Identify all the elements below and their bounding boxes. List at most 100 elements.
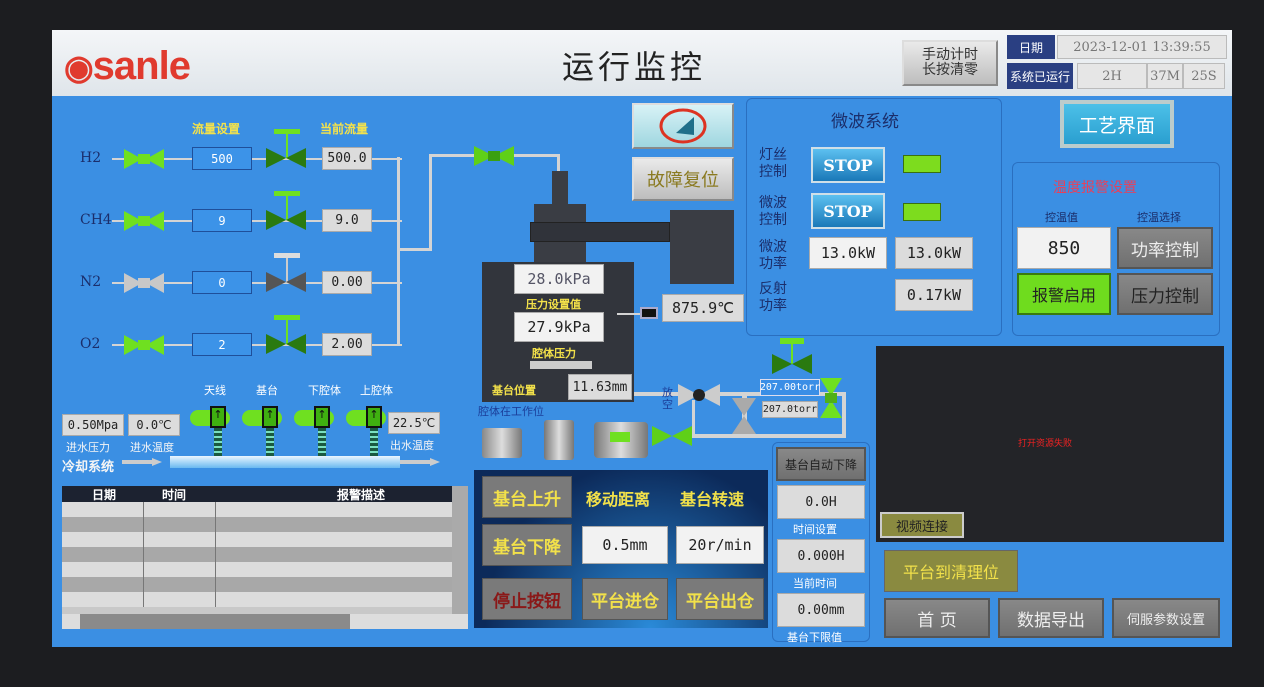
pressure-setpoint[interactable]: 28.0kPa bbox=[514, 264, 604, 294]
gray-valve-icon[interactable] bbox=[730, 396, 758, 436]
lower-limit-label: 基台下限值 bbox=[787, 631, 842, 644]
mfc-valve-icon[interactable] bbox=[264, 190, 308, 232]
filament-label: 灯丝 控制 bbox=[759, 147, 787, 180]
platform-in-button[interactable]: 平台进仓 bbox=[582, 578, 668, 620]
gas-name: N2 bbox=[80, 274, 102, 290]
pump-valve-icon[interactable] bbox=[650, 424, 694, 448]
alarm-mute-button[interactable] bbox=[632, 103, 734, 149]
vacuum-pump-icon bbox=[594, 422, 648, 458]
col-date: 日期 bbox=[92, 488, 117, 502]
datetime-display: 2023-12-01 13:39:55 bbox=[1057, 35, 1227, 59]
temp-setpoint[interactable]: 850 bbox=[1017, 227, 1111, 269]
filament-led bbox=[903, 155, 941, 173]
flow-setpoint-input[interactable]: 2 bbox=[192, 333, 252, 356]
servo-params-button[interactable]: 伺服参数设置 bbox=[1112, 598, 1220, 638]
table-row[interactable] bbox=[62, 502, 452, 517]
table-row[interactable] bbox=[62, 547, 452, 562]
microwave-power-label: 微波 功率 bbox=[759, 239, 787, 272]
temp-alarm-title: 温度报警设置 bbox=[1053, 180, 1137, 196]
stage-speed-input[interactable]: 20r/min bbox=[676, 526, 764, 564]
time-set-input[interactable]: 0.0H bbox=[777, 485, 865, 519]
flow-setpoint-input[interactable]: 0 bbox=[192, 271, 252, 294]
inlet-pressure: 0.50Mpa bbox=[62, 414, 124, 436]
flow-switch-label: 下腔体 bbox=[308, 384, 341, 397]
platform-out-button[interactable]: 平台出仓 bbox=[676, 578, 764, 620]
inlet-temp-label: 进水温度 bbox=[130, 441, 174, 454]
data-export-button[interactable]: 数据导出 bbox=[998, 598, 1104, 638]
pressure-control-button[interactable]: 压力控制 bbox=[1117, 273, 1213, 315]
flow-switch-label: 天线 bbox=[204, 384, 226, 397]
alarm-table[interactable]: 日期 时间 报警描述 bbox=[62, 486, 468, 629]
stage-control-panel: 基台上升 移动距离 基台转速 基台下降 0.5mm 20r/min 停止按钮 平… bbox=[474, 470, 768, 628]
gas-inlet-valve-icon[interactable] bbox=[122, 334, 166, 356]
stop-button[interactable]: 停止按钮 bbox=[482, 578, 572, 620]
stage-position: 11.63mm bbox=[568, 374, 632, 400]
temp-value-label: 控温值 bbox=[1045, 211, 1078, 224]
microwave-power-actual: 13.0kW bbox=[895, 237, 973, 269]
lower-limit-input[interactable]: 0.00mm bbox=[777, 593, 865, 627]
gas-inlet-valve-icon[interactable] bbox=[122, 148, 166, 170]
gas-name: CH4 bbox=[80, 212, 112, 228]
outlet-temp: 22.5℃ bbox=[388, 412, 440, 434]
gas-inlet-valve-icon[interactable] bbox=[122, 272, 166, 294]
pressure-setpoint-label: 压力设置值 bbox=[526, 298, 581, 311]
vertical-scrollbar[interactable] bbox=[452, 486, 468, 614]
horizontal-scrollbar[interactable] bbox=[62, 614, 468, 629]
flow-current: 2.00 bbox=[322, 333, 372, 356]
stage-position-label: 基台位置 bbox=[492, 384, 536, 397]
reflect-power: 0.17kW bbox=[895, 279, 973, 311]
hmi-screen: ◉sanle 运行监控 手动计时 长按清零 日期 2023-12-01 13:3… bbox=[52, 30, 1232, 647]
mfc-valve-icon[interactable] bbox=[264, 314, 308, 356]
power-control-button[interactable]: 功率控制 bbox=[1117, 227, 1213, 269]
throttle-valve-icon[interactable] bbox=[770, 336, 814, 384]
mfc-valve-icon[interactable] bbox=[264, 128, 308, 170]
stage-speed-label: 基台转速 bbox=[680, 490, 745, 509]
flow-current: 9.0 bbox=[322, 209, 372, 232]
video-panel: 打开资源失败 视频连接 bbox=[876, 346, 1224, 542]
stage-up-button[interactable]: 基台上升 bbox=[482, 476, 572, 518]
microwave-power-setpoint[interactable]: 13.0kW bbox=[809, 237, 887, 269]
manual-timer-button[interactable]: 手动计时 长按清零 bbox=[902, 40, 998, 86]
cooling-system-label: 冷却系统 bbox=[62, 460, 115, 475]
runtime-seconds: 25S bbox=[1183, 63, 1225, 89]
chamber-pressure-label: 腔体压力 bbox=[532, 347, 576, 360]
alarm-enable-button[interactable]: 报警启用 bbox=[1017, 273, 1111, 315]
reflect-power-label: 反射 功率 bbox=[759, 281, 787, 314]
auto-lower-button[interactable]: 基台自动下降 bbox=[776, 447, 866, 481]
to-clean-position-button[interactable]: 平台到清理位 bbox=[884, 550, 1018, 592]
gas-name: O2 bbox=[80, 336, 101, 352]
motor-icon bbox=[482, 428, 522, 458]
logo: ◉sanle bbox=[64, 44, 191, 88]
vent-valve-icon[interactable] bbox=[676, 382, 722, 408]
stage-down-button[interactable]: 基台下降 bbox=[482, 524, 572, 566]
microwave-source bbox=[670, 210, 734, 284]
table-row[interactable] bbox=[62, 532, 452, 547]
flow-setpoint-input[interactable]: 9 bbox=[192, 209, 252, 232]
date-label: 日期 bbox=[1007, 35, 1055, 59]
flow-current-header: 当前流量 bbox=[320, 122, 369, 136]
main-gas-valve-icon[interactable] bbox=[472, 144, 516, 168]
auto-lower-panel: 基台自动下降 0.0H 时间设置 0.000H 当前时间 0.00mm 基台下限… bbox=[772, 442, 870, 644]
filament-stop-button[interactable]: STOP bbox=[811, 147, 885, 183]
home-button[interactable]: 首 页 bbox=[884, 598, 990, 638]
mfc-valve-icon[interactable] bbox=[264, 252, 308, 294]
rotation-motor-icon bbox=[544, 420, 574, 460]
table-row[interactable] bbox=[62, 517, 452, 532]
microwave-stop-button[interactable]: STOP bbox=[811, 193, 885, 229]
microwave-ctrl-label: 微波 控制 bbox=[759, 195, 787, 228]
flow-switch-label: 上腔体 bbox=[360, 384, 393, 397]
process-screen-button[interactable]: 工艺界面 bbox=[1060, 100, 1174, 148]
flow-setpoint-input[interactable]: 500 bbox=[192, 147, 252, 170]
green-valve-icon[interactable] bbox=[818, 376, 844, 420]
page-title: 运行监控 bbox=[562, 48, 707, 86]
move-distance-input[interactable]: 0.5mm bbox=[582, 526, 668, 564]
table-row[interactable] bbox=[62, 562, 452, 577]
flow-switch-label: 基台 bbox=[256, 384, 278, 397]
table-row[interactable] bbox=[62, 577, 452, 592]
video-connect-button[interactable]: 视频连接 bbox=[880, 512, 964, 538]
gas-inlet-valve-icon[interactable] bbox=[122, 210, 166, 232]
table-row[interactable] bbox=[62, 592, 452, 607]
fault-reset-button[interactable]: 故障复位 bbox=[632, 157, 734, 201]
thermometer-icon bbox=[640, 307, 658, 319]
time-set-label: 时间设置 bbox=[793, 523, 837, 536]
